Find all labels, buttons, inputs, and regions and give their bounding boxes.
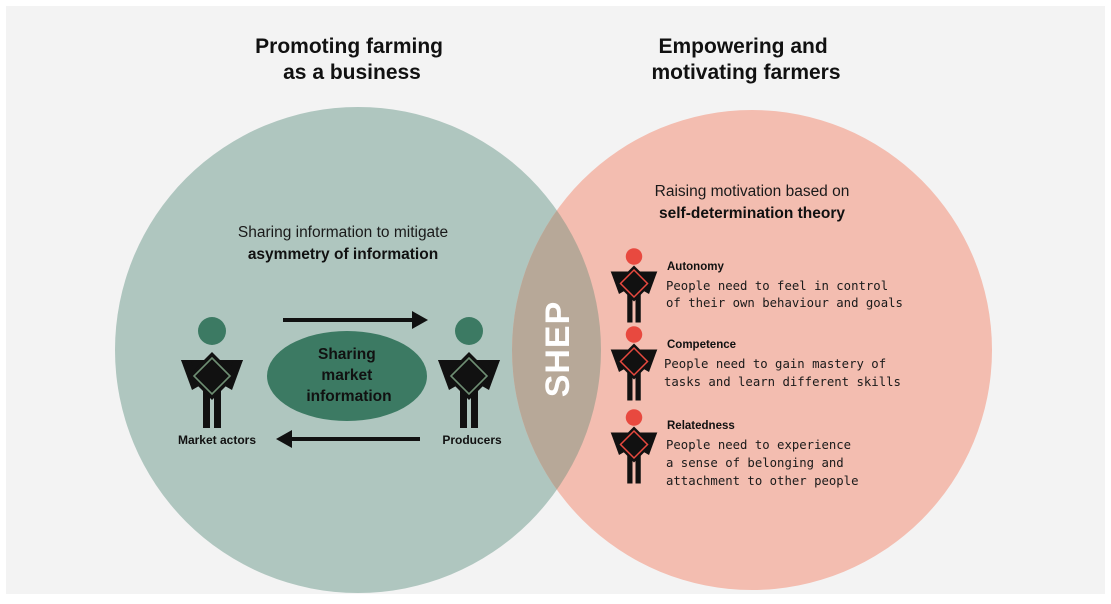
producers-caption: Producers <box>442 433 502 447</box>
producer-figure <box>438 317 500 428</box>
right-subtitle: Raising motivation based on <box>655 183 850 200</box>
right-heading: Empowering and motivating farmers <box>651 35 840 84</box>
bubble-text: Sharing market information <box>306 346 391 405</box>
shep-label: SHEP <box>539 301 577 398</box>
autonomy-description: People need to feel in control of their … <box>666 279 903 310</box>
arrow-left <box>276 430 420 448</box>
competence-figure <box>610 326 658 401</box>
market-actors-caption: Market actors <box>178 433 256 447</box>
relatedness-description: People need to experience a sense of bel… <box>666 438 859 488</box>
sharing-bubble <box>267 331 427 421</box>
right-subtitle-bold: self-determination theory <box>659 205 845 222</box>
arrow-right <box>283 311 428 329</box>
market-actor-figure <box>181 317 243 428</box>
competence-description: People need to gain mastery of tasks and… <box>664 357 901 389</box>
competence-title: Competence <box>667 339 736 351</box>
relatedness-title: Relatedness <box>667 420 735 432</box>
left-heading: Promoting farming as a business <box>255 35 449 84</box>
relatedness-figure <box>610 409 658 484</box>
autonomy-title: Autonomy <box>667 261 724 273</box>
autonomy-figure <box>610 248 658 323</box>
left-subtitle-bold: asymmetry of information <box>248 246 438 263</box>
left-subtitle: Sharing information to mitigate <box>238 224 448 241</box>
